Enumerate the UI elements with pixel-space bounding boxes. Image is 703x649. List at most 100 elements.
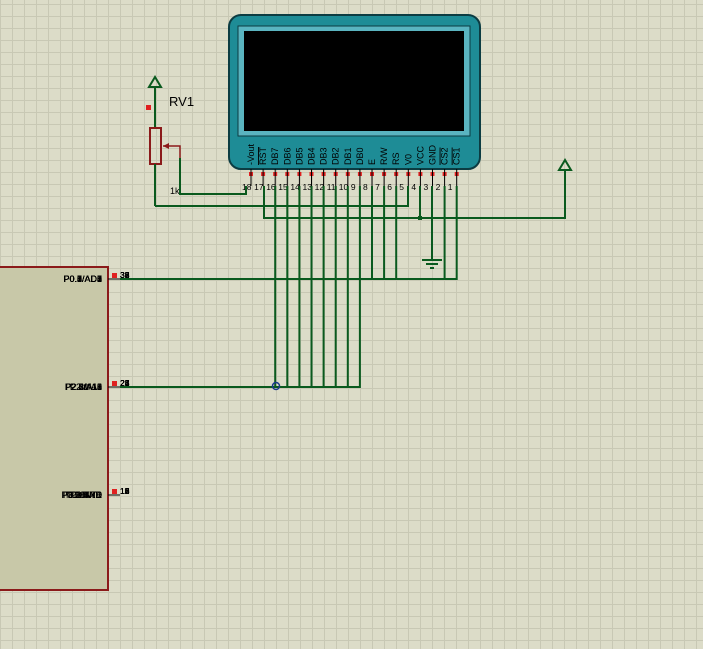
mcu-pin-label: P0.6/AD6	[63, 274, 102, 284]
mcu-pin-label: P0.2/AD2	[63, 274, 102, 284]
mcu-pin-number: 33	[120, 270, 130, 280]
mcu-pin-label: P3.4/T0	[70, 490, 102, 500]
lcd-pin-number: 17	[254, 182, 264, 192]
signal-wire	[120, 186, 289, 388]
lcd-pin-number: 5	[399, 182, 404, 192]
mcu-pin-number: 28	[120, 378, 130, 388]
ground-icon	[422, 259, 442, 269]
lcd-pin-label: VCC	[415, 145, 425, 165]
power-terminal-icon	[557, 158, 573, 171]
lcd-pin-number: 2	[436, 182, 441, 192]
lcd-pin-number: 12	[315, 182, 325, 192]
mcu-body	[0, 266, 109, 591]
pin-marker	[146, 105, 151, 110]
lcd-pin-number: 4	[411, 182, 416, 192]
mcu-pin-number: 10	[120, 486, 130, 496]
mcu-pin-label: P3.1/TXD	[63, 490, 103, 500]
lcd-pin-label: -Vout	[246, 143, 256, 165]
mcu-pin-number: 21	[120, 378, 130, 388]
lcd-pin-label: GND	[428, 145, 438, 166]
mcu-pin-number: 17	[120, 486, 130, 496]
mcu-pin-label: P3.6/WR	[66, 490, 103, 500]
lcd-pin-label: RS	[391, 152, 401, 165]
lcd-pin-number: 14	[290, 182, 300, 192]
signal-wire	[120, 186, 325, 388]
glcd-module[interactable]: -Vout18RST17DB716DB615DB514DB413DB312DB2…	[228, 14, 481, 192]
mcu-pin-number: 16	[120, 486, 130, 496]
lcd-pin-label: V0	[403, 154, 413, 165]
signal-wire	[120, 186, 398, 280]
power-terminal-icon	[147, 75, 163, 128]
lcd-pin-number: 1	[448, 182, 453, 192]
lcd-pin-label: DB5	[294, 147, 304, 165]
lcd-pin-number: 3	[424, 182, 429, 192]
mcu-pin-number: 26	[120, 378, 130, 388]
lcd-pin-number: 7	[375, 182, 380, 192]
mcu-pin-label: P0.5/AD5	[63, 274, 102, 284]
mcu-pin-marker	[112, 489, 117, 494]
mcu-pin-number: 23	[120, 378, 130, 388]
lcd-pin-label: DB0	[355, 147, 365, 165]
lcd-pin-label: E	[367, 159, 377, 165]
lcd-screen	[244, 31, 464, 131]
mcu-pin-number: 34	[120, 270, 130, 280]
mcu-pin-number: 13	[120, 486, 130, 496]
wire-v0	[155, 186, 409, 207]
lcd-pin-number: 16	[266, 182, 276, 192]
mcu-pin-label: P2.3/A11	[66, 382, 102, 392]
mcu-pin-number: 22	[120, 378, 130, 388]
wiper	[163, 145, 181, 160]
mcu-pin-label: P2.0/A8	[70, 382, 102, 392]
mcu-pin-number: 24	[120, 378, 130, 388]
rv-value-label: 1k	[170, 186, 180, 196]
signal-wire	[120, 186, 373, 280]
mcu-pin-label: P2.6/A14	[65, 382, 102, 392]
mcu-pin-number: 25	[120, 378, 130, 388]
lcd-pin-label: RST	[258, 146, 268, 165]
mcu-pin-label: P3.3/INT1	[61, 490, 102, 500]
mcu-pin-number: 14	[120, 486, 130, 496]
lcd-pin-label: DB6	[282, 147, 292, 165]
lcd-pin-label: CS1	[452, 147, 462, 165]
mcu-pin-label: P2.2/A10	[65, 382, 102, 392]
lcd-pin-label: DB1	[343, 147, 353, 165]
mcu-pin-label: P3.2/INT0	[61, 490, 102, 500]
mcu-pin-marker	[112, 273, 117, 278]
mcu-pin-number: 32	[120, 270, 130, 280]
mcu-pin-label: P2.4/A12	[65, 382, 102, 392]
wire-vout	[179, 158, 247, 195]
signal-wire	[120, 186, 349, 388]
lcd-pin-label: DB3	[319, 147, 329, 165]
lcd-pin-number: 9	[351, 182, 356, 192]
mcu-pin-number: 36	[120, 270, 130, 280]
signal-wire	[120, 186, 301, 388]
mcu-pin-label: P0.7/AD7	[63, 274, 102, 284]
lcd-pin-label: DB7	[270, 147, 280, 165]
signal-wire	[120, 186, 458, 280]
bus-wires	[120, 186, 458, 388]
lcd-pin-label: CS2	[440, 147, 450, 165]
mcu-pin-label: P0.3/AD3	[63, 274, 102, 284]
signal-wire	[120, 186, 337, 388]
rv-ref-label: RV1	[169, 94, 194, 109]
mcu-pin-number: 27	[120, 378, 130, 388]
lcd-pin-label: DB4	[307, 147, 317, 165]
wire-vcc	[263, 170, 566, 219]
mcu-pin-label: P0.0/AD0	[63, 274, 102, 284]
mcu-pin-label: P3.5/T1	[70, 490, 102, 500]
lcd-pin-number: 15	[278, 182, 288, 192]
mcu-pin-label: P2.5/A13	[65, 382, 102, 392]
mcu-pin-label: P2.7/A15	[65, 382, 102, 392]
potentiometer-rv1[interactable]: RV1 1k	[146, 75, 194, 206]
mcu-pin-number: 39	[120, 270, 130, 280]
mcu-pin-number: 11	[120, 486, 129, 496]
mcu-pin-number: 37	[120, 270, 130, 280]
lcd-pin-label: R/W	[379, 147, 389, 165]
signal-wire	[120, 186, 313, 388]
mcu-pin-number: 35	[120, 270, 130, 280]
lcd-pin-label: DB2	[331, 147, 341, 165]
